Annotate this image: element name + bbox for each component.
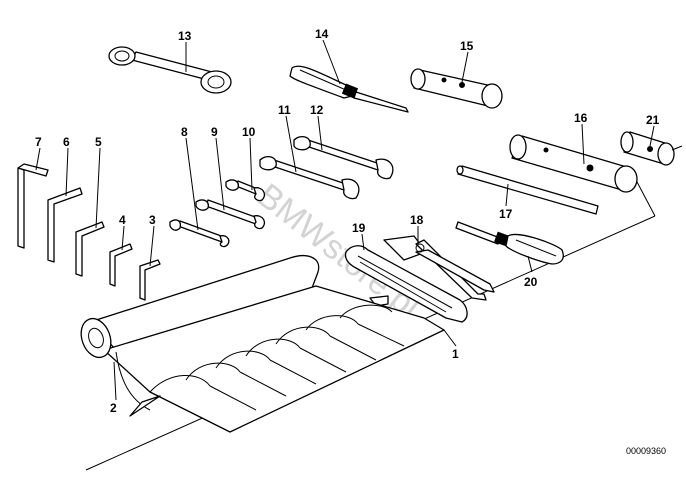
allen-key-4 [109,243,133,287]
callout-8: 8 [181,125,188,139]
open-spanner-8 [169,219,230,248]
callout-7: 7 [35,135,42,149]
callout-4: 4 [119,213,126,227]
screwdriver-20 [455,221,564,265]
box-wrench-15 [410,68,503,109]
tommy-bar-17 [456,165,599,215]
callout-18: 18 [410,213,424,227]
callout-20: 20 [524,275,538,289]
callout-12: 12 [310,103,324,117]
callout-16: 16 [574,111,588,125]
diagram-number: 00009360 [626,446,666,456]
spark-plug-wrench-16 [509,134,638,193]
callout-2: 2 [110,401,117,415]
callout-6: 6 [63,135,70,149]
callout-10: 10 [242,125,256,139]
callouts: 13 14 15 16 21 12 11 10 9 8 7 6 5 4 3 17… [35,27,660,415]
callout-14: 14 [315,27,329,41]
open-spanner-10 [225,179,266,202]
open-spanner-11 [259,155,360,200]
leader-lines [35,39,655,401]
pliers-18 [383,235,495,301]
callout-3: 3 [149,213,156,227]
callout-13: 13 [178,29,192,43]
wheel-wrench-19 [344,245,468,323]
allen-key-6 [47,187,83,263]
callout-17: 17 [499,207,513,221]
allen-key-5 [75,221,105,277]
callout-19: 19 [352,221,366,235]
callout-5: 5 [95,135,102,149]
allen-key-7 [17,163,49,249]
callout-9: 9 [211,125,218,139]
callout-11: 11 [278,103,291,117]
tool-roll-2 [80,255,445,433]
open-spanner-9 [195,199,266,230]
callout-1: 1 [452,347,459,361]
callout-15: 15 [460,39,474,53]
allen-key-3 [139,259,161,301]
socket-21 [620,131,683,166]
screwdriver-14 [289,65,409,113]
callout-21: 21 [646,113,660,127]
ring-spanner-13 [108,46,232,94]
open-spanner-12 [293,135,394,180]
